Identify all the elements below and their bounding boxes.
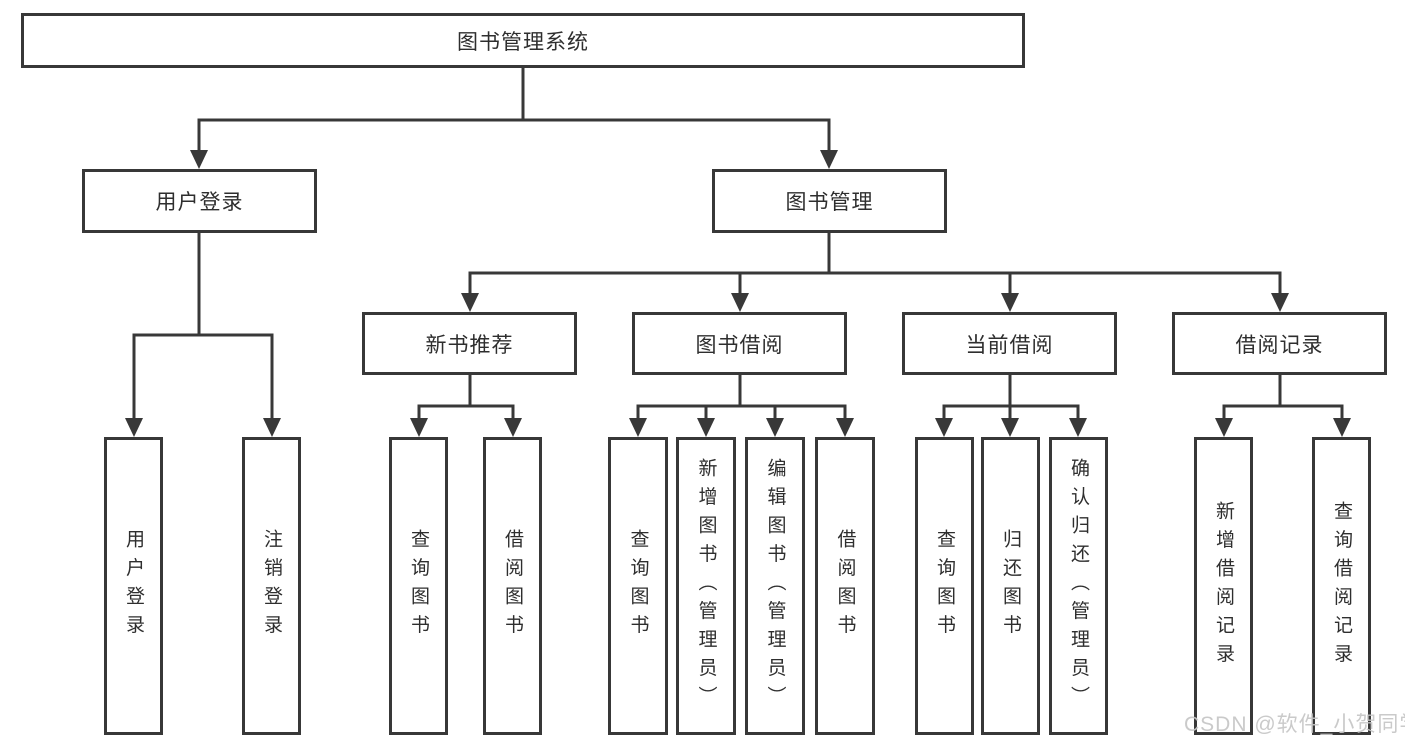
node-borrowing-records-label: 借阅记录	[1235, 333, 1324, 357]
arrowheads	[125, 150, 1351, 437]
leaf-add-borrow-record: 新增借阅记录	[1194, 437, 1253, 735]
leaf-add-borrow-record-label: 新增借阅记录	[1213, 500, 1234, 672]
leaf-user-login: 用户登录	[104, 437, 163, 735]
leaf-borrowing-borrow-books-label: 借阅图书	[834, 529, 856, 643]
leaf-confirm-return-admin-label: 确认归还（管理员）	[1068, 457, 1089, 715]
leaf-borrowing-borrow-books: 借阅图书	[815, 437, 875, 735]
leaf-logout: 注销登录	[242, 437, 301, 735]
leaf-add-book-admin: 新增图书（管理员）	[676, 437, 736, 735]
watermark: CSDN @软件_小贺同学	[1184, 713, 1405, 736]
leaf-logout-label: 注销登录	[261, 529, 282, 643]
node-borrowing-records: 借阅记录	[1172, 312, 1387, 375]
node-new-book-recommend-label: 新书推荐	[425, 333, 514, 357]
node-book-management-label: 图书管理	[785, 191, 874, 214]
node-book-borrowing: 图书借阅	[632, 312, 847, 375]
node-current-borrowing: 当前借阅	[902, 312, 1117, 375]
leaf-query-borrow-record-label: 查询借阅记录	[1331, 500, 1352, 672]
node-current-borrowing-label: 当前借阅	[965, 333, 1054, 357]
leaf-query-borrow-record: 查询借阅记录	[1312, 437, 1371, 735]
leaf-return-books-label: 归还图书	[1000, 529, 1021, 643]
leaf-confirm-return-admin: 确认归还（管理员）	[1049, 437, 1108, 735]
leaf-recommend-query-books-label: 查询图书	[408, 529, 429, 643]
leaf-user-login-label: 用户登录	[123, 529, 144, 643]
node-user-login: 用户登录	[82, 169, 317, 233]
leaf-borrowing-query-books-label: 查询图书	[627, 529, 649, 643]
leaf-current-query-books: 查询图书	[915, 437, 974, 735]
leaf-add-book-admin-label: 新增图书（管理员）	[695, 457, 717, 715]
leaf-current-query-books-label: 查询图书	[934, 529, 955, 643]
leaf-borrowing-query-books: 查询图书	[608, 437, 668, 735]
leaf-recommend-borrow-books: 借阅图书	[483, 437, 542, 735]
node-user-login-label: 用户登录	[155, 191, 244, 214]
leaf-edit-book-admin-label: 编辑图书（管理员）	[764, 457, 786, 715]
leaf-edit-book-admin: 编辑图书（管理员）	[745, 437, 805, 735]
leaf-recommend-borrow-books-label: 借阅图书	[502, 529, 523, 643]
leaf-return-books: 归还图书	[981, 437, 1040, 735]
leaf-recommend-query-books: 查询图书	[389, 437, 448, 735]
node-root-label: 图书管理系统	[457, 30, 589, 54]
node-new-book-recommend: 新书推荐	[362, 312, 577, 375]
node-book-management: 图书管理	[712, 169, 947, 233]
node-root: 图书管理系统	[21, 13, 1025, 68]
node-book-borrowing-label: 图书借阅	[695, 333, 784, 357]
